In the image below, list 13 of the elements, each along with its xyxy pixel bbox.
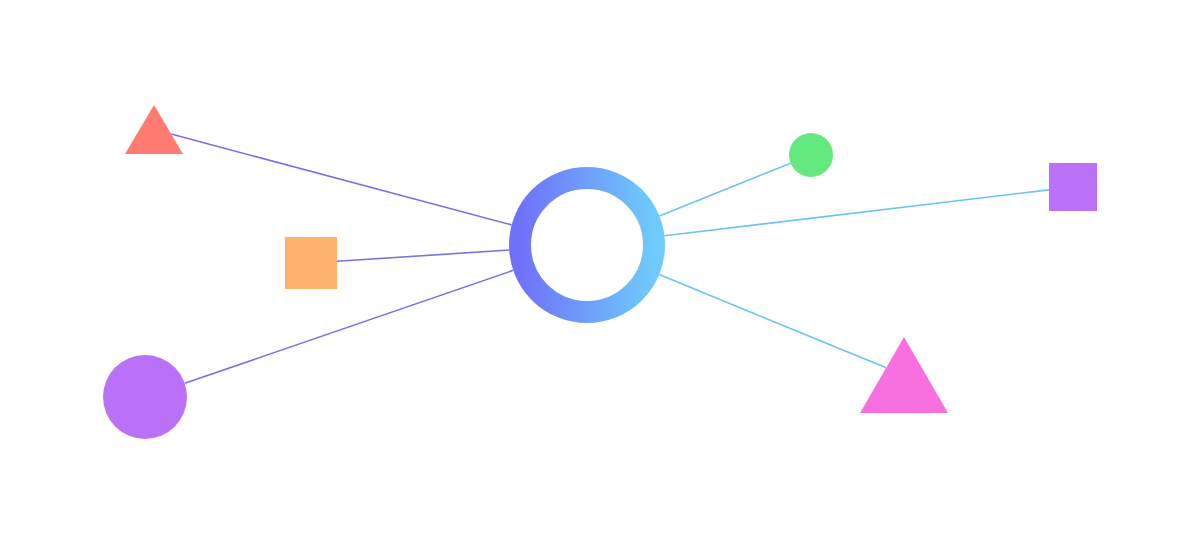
circle-shape xyxy=(789,133,833,177)
square-shape xyxy=(1049,163,1097,211)
connector-line xyxy=(336,249,510,263)
circle-shape xyxy=(103,355,187,439)
connector-line xyxy=(658,162,792,217)
connector-line xyxy=(658,273,887,369)
triangle-shape xyxy=(860,337,948,413)
square-shape xyxy=(285,237,337,289)
connector-line xyxy=(170,133,513,226)
connector-line xyxy=(663,189,1050,237)
connector-line xyxy=(183,269,515,385)
triangle-shape xyxy=(125,105,183,154)
hub-ring xyxy=(509,167,665,323)
